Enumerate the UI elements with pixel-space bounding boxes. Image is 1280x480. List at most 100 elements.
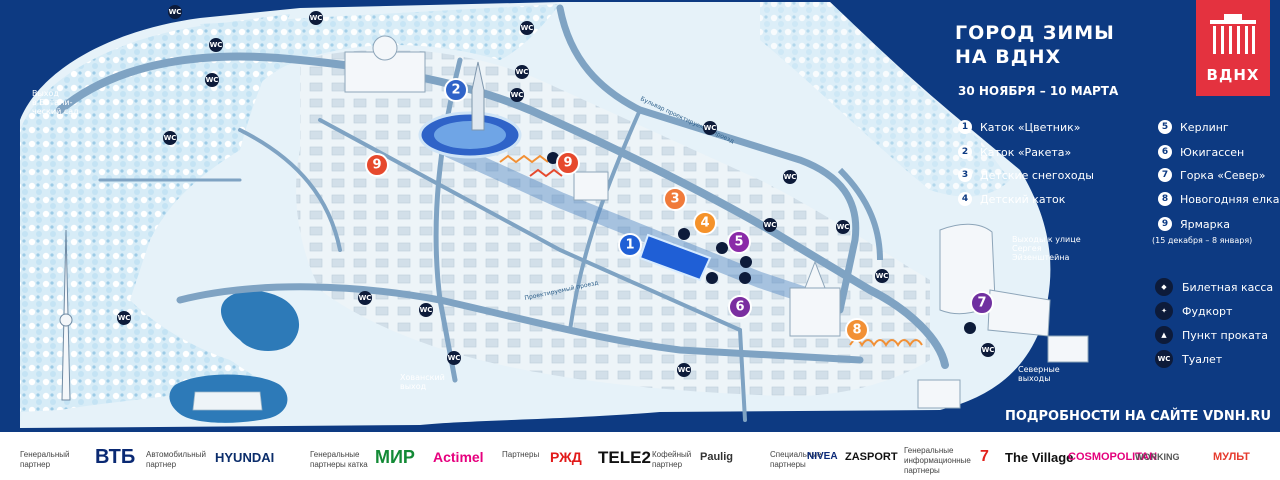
ticket-icon[interactable] (547, 152, 559, 164)
website-link[interactable]: ПОДРОБНОСТИ НА САЙТЕ VDNH.RU (1005, 409, 1272, 424)
partner-logo-ржд[interactable]: РЖД (550, 449, 582, 465)
svg-text:WC: WC (511, 91, 524, 99)
skate-rental-icon[interactable] (678, 228, 690, 240)
partner-logo-tele2[interactable]: TELE2 (598, 447, 651, 467)
legend-number-badge: 2 (958, 145, 972, 159)
legend-panel: ГОРОД ЗИМЫ НА ВДНХ 30 НОЯБРЯ – 10 МАРТА … (955, 0, 1279, 432)
legend-ticket[interactable]: ◆Билетная касса (1155, 278, 1273, 296)
activity-marker-9[interactable]: 9 (556, 151, 580, 175)
skate-rental-icon[interactable] (706, 272, 718, 284)
partner-logo-working[interactable]: WORKING (1135, 451, 1180, 462)
ticket-icon[interactable] (740, 256, 752, 268)
food-court-icon[interactable] (716, 242, 728, 254)
partner-logo-cosmopolitan[interactable]: COSMOPOLITAN (1068, 450, 1158, 463)
activity-marker-8[interactable]: 8 (845, 318, 869, 342)
rocket-monument (471, 61, 485, 131)
svg-text:9: 9 (372, 158, 381, 173)
toilet-icon[interactable]: WC (209, 38, 223, 52)
toilet-icon[interactable]: WC (419, 303, 433, 317)
vdnh-logo[interactable]: ВДНХ (1196, 0, 1270, 96)
partner-role: Генеральные партнеры катка (310, 450, 368, 469)
legend-item-label: Детский каток (980, 192, 1066, 206)
svg-text:WC: WC (784, 173, 797, 181)
vdnh-logo-text: ВДНХ (1206, 66, 1260, 84)
svg-text:WC: WC (448, 354, 461, 362)
toilet-icon[interactable]: WC (447, 351, 461, 365)
svg-text:WC: WC (164, 134, 177, 142)
toilet-icon[interactable]: WC (677, 363, 691, 377)
activity-marker-4[interactable]: 4 (693, 211, 717, 235)
toilet-icon[interactable]: WC (520, 21, 534, 35)
activity-marker-5[interactable]: 5 (727, 230, 751, 254)
toilet-icon[interactable]: WC (875, 269, 889, 283)
building-north (1047, 335, 1089, 363)
pond (220, 290, 300, 352)
toilet-icon[interactable]: WC (783, 170, 797, 184)
toilet-icon[interactable]: WC (763, 218, 777, 232)
legend-number-badge: 6 (1158, 145, 1172, 159)
svg-text:WC: WC (169, 8, 182, 16)
activity-marker-6[interactable]: 6 (728, 295, 752, 319)
activity-marker-9[interactable]: 9 (365, 153, 389, 177)
activity-marker-2[interactable]: 2 (444, 78, 468, 102)
partner-logo-the-village[interactable]: The Village (1005, 449, 1074, 465)
toilet-icon[interactable]: WC (981, 343, 995, 357)
partner-logo-nivea[interactable]: NIVEA (807, 451, 838, 462)
toilet-icon[interactable]: WC (703, 121, 717, 135)
partner-logo-zasport[interactable]: ZASPORT (845, 450, 898, 463)
partner-logo-paulig[interactable]: Paulig (700, 450, 734, 463)
fair-dates: (15 декабря – 8 января) (1152, 236, 1253, 245)
toilet-icon[interactable]: WC (117, 311, 131, 325)
xmas-lights (849, 339, 923, 347)
svg-text:1: 1 (625, 238, 634, 253)
toilet-icon[interactable]: WC (358, 291, 372, 305)
toilet-icon[interactable]: WC (836, 220, 850, 234)
partner-logo-мир[interactable]: МИР (375, 447, 415, 467)
svg-text:3: 3 (670, 192, 679, 207)
legend-food-court[interactable]: ✦Фудкорт (1155, 302, 1232, 320)
svg-text:WC: WC (210, 41, 223, 49)
partner-logo-втб[interactable]: ВТБ (95, 446, 136, 468)
partner-role: Кофейный партнер (652, 450, 692, 469)
svg-text:WC: WC (521, 24, 534, 32)
rink-raketa-ice (434, 121, 506, 149)
partner-logo-мульт[interactable]: МУЛЬТ (1213, 450, 1250, 463)
legend-skate-rental[interactable]: ▲Пункт проката (1155, 326, 1268, 344)
ticket-icon[interactable] (964, 322, 976, 334)
toilet-icon[interactable]: WC (309, 11, 323, 25)
pavilion-dome (372, 35, 398, 61)
partner-logo-hyundai[interactable]: HYUNDAI (215, 449, 275, 465)
legend-item-label: Горка «Север» (1180, 168, 1266, 182)
toilet-icon[interactable]: WC (168, 5, 182, 19)
activity-marker-7[interactable]: 7 (970, 291, 994, 315)
event-title-line2: НА ВДНХ (955, 46, 1062, 68)
fair-stalls (499, 154, 549, 164)
legend-item-label: Ярмарка (1180, 217, 1231, 231)
toilet-icon[interactable]: WC (205, 73, 219, 87)
rink-tsvetnik[interactable] (638, 233, 712, 282)
activity-marker-1[interactable]: 1 (618, 233, 642, 257)
partner-logo-7[interactable]: 7 (980, 448, 989, 465)
ticket-icon[interactable] (739, 272, 751, 284)
fair-stalls-2 (529, 168, 563, 178)
toilet-icon[interactable]: WC (515, 65, 529, 79)
map-canvas[interactable]: Бульвар проектируемый проезд Проектируем… (0, 0, 1280, 432)
activity-marker-3[interactable]: 3 (663, 187, 687, 211)
svg-text:WC: WC (118, 314, 131, 322)
toilet-icon[interactable]: WC (510, 88, 524, 102)
toilet-icon[interactable]: WC (163, 131, 177, 145)
partner-logo-actimel[interactable]: Actimel (433, 449, 484, 465)
